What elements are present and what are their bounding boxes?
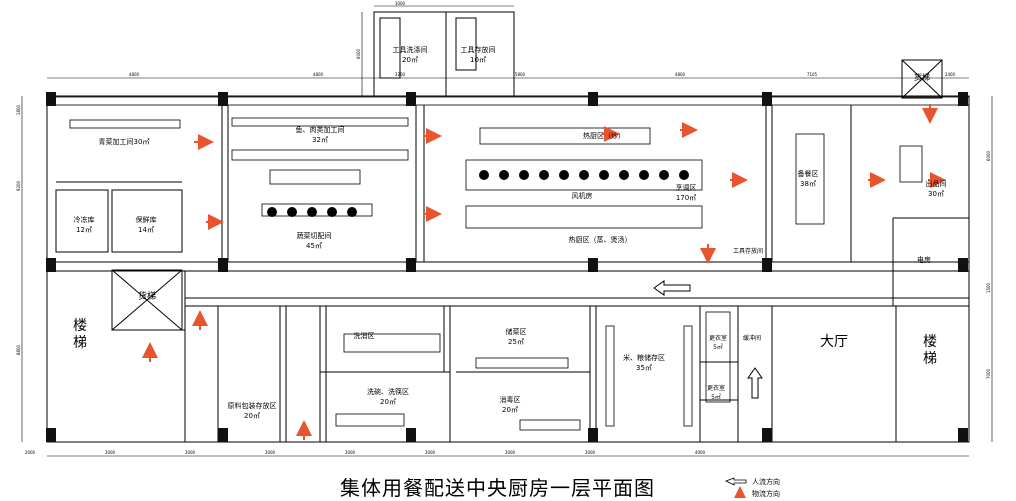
room-label-dispatch: 出品间 [926,179,947,188]
dimension-label: 8800 [16,344,21,355]
dimension-label: 3000 [585,450,596,455]
room-label-fresh-storage: 14㎡ [138,226,154,234]
dimension-label: 3000 [185,450,196,455]
dimension-label: 2400 [945,72,956,77]
room-label-lobby: 大厅 [820,334,848,350]
room-label-fresh-storage: 保鲜库 [136,215,157,224]
dimension-label: 9200 [16,180,21,191]
room-label-fish-meat: 32㎡ [312,136,328,144]
room-label-stair-right: 楼 [923,334,937,350]
legend-people-flow: 人流方向 [752,478,780,486]
dimension-label: 3000 [265,450,276,455]
room-label-rice-store: 米、粮储存区 [623,353,665,362]
room-label-elevator-top: 货梯 [914,72,930,82]
room-label-stair-left: 梯 [73,335,87,351]
dimension-label: 4800 [313,72,324,77]
room-label-store-area: 25㎡ [508,338,524,346]
room-label-changing1: 更衣室 [709,334,727,342]
room-label-rice-wash: 20㎡ [380,398,396,406]
room-labels: 工具洗涤间20㎡工具存放间10㎡青菜加工间30㎡冷冻库12㎡保鲜库14㎡鱼、肉类… [73,45,947,420]
room-label-changing2: 更衣室 [707,384,725,392]
room-label-stair-left: 楼 [73,318,87,334]
room-label-fan-room: 风机房 [572,191,593,200]
room-label-tool-wash: 20㎡ [402,56,418,64]
room-label-changing1: 5㎡ [713,343,723,351]
dimension-labels: 4800 4800 3200 5800 4800 7105 2400 2000 3000 3000… [16,1,991,455]
room-label-veg-process: 青菜加工间30㎡ [99,137,150,146]
dimension-label: 5800 [515,72,526,77]
dimension-label: 6000 [356,48,361,59]
dimension-label: 4800 [675,72,686,77]
stove-burners [267,170,689,217]
room-label-veg-cut: 蔬菜切配间 [297,231,332,240]
room-label-rice-store: 35㎡ [636,364,652,372]
goods-flow-arrows [142,104,946,440]
legend-goods-flow: 物流方向 [752,490,780,498]
dimension-label: 6000 [986,150,991,161]
dimension-label: 3200 [395,72,406,77]
room-label-prep-area: 38㎡ [800,180,816,188]
dimension-label: 4000 [695,450,706,455]
room-label-disinfect: 消毒区 [500,395,521,404]
room-label-cold-storage: 12㎡ [76,226,92,234]
dimension-label: 4800 [129,72,140,77]
people-flow-arrows [653,280,763,399]
room-label-disinfect: 20㎡ [502,406,518,414]
dimension-lines [21,5,993,457]
drawing-title: 集体用餐配送中央厨房一层平面图 [340,476,655,500]
dimension-label: 3000 [345,450,356,455]
room-label-tool-wash: 工具洗涤间 [393,45,428,54]
room-label-dispatch: 30㎡ [928,190,944,198]
room-label-stair-right: 梯 [923,351,937,367]
room-label-veg-cut: 45㎡ [306,242,322,250]
room-label-raw-pack: 原料包装存放区 [228,401,277,410]
room-label-rice-wash: 洗碗、洗筷区 [367,387,409,396]
room-label-cold-storage: 冷冻库 [74,215,95,224]
room-label-wash-area: 洗消区 [354,331,375,340]
dimension-label: 1500 [986,282,991,293]
room-label-tool-store2: 工具存放间 [733,247,763,255]
legend-symbols [725,477,748,498]
room-label-cook-zone: 烹调区 [676,183,697,192]
dimension-label: 3000 [395,1,406,6]
structural-columns [46,92,968,442]
dimension-label: 3000 [105,450,116,455]
room-label-cook-zone: 170㎡ [676,194,696,202]
dimension-label: 3000 [505,450,516,455]
dimension-label: 3000 [425,450,436,455]
room-label-tool-store: 工具存放间 [461,45,496,54]
room-label-tool-store: 10㎡ [470,56,486,64]
room-label-changing2: 5㎡ [711,393,721,401]
room-label-electric: 电房 [917,255,931,264]
room-label-prep-area: 备餐区 [798,169,819,178]
dimension-label: 7105 [807,72,818,77]
dimension-label: 2000 [25,450,36,455]
dimension-label: 1800 [16,104,21,115]
room-label-raw-pack: 20㎡ [244,412,260,420]
room-label-cook-area: 热厨区（炒） [583,131,625,140]
room-label-steam-area: 热厨区（蒸、煲汤） [569,235,632,244]
room-label-store-area: 储菜区 [506,327,527,336]
room-label-fish-meat: 鱼、肉类加工间 [296,125,345,134]
room-label-elevator-left: 货梯 [138,290,156,302]
room-label-buffer: 缓冲间 [743,334,761,342]
walls [46,11,970,443]
kitchen-equipment [69,117,923,431]
dimension-label: 7000 [986,368,991,379]
